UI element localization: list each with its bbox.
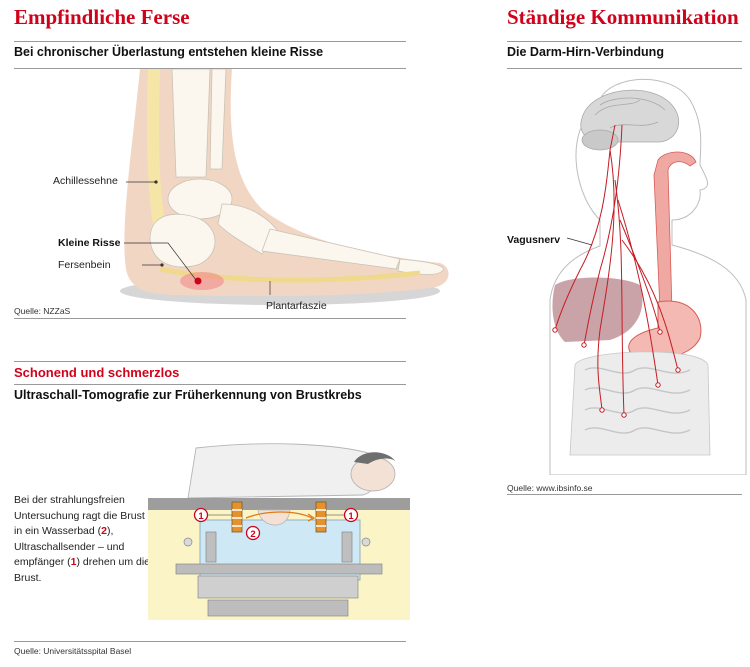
label-achilles: Achillessehne xyxy=(53,175,118,187)
heel-subtitle-divider xyxy=(14,68,406,69)
vagus-nerve xyxy=(554,124,679,416)
achilles-tendon xyxy=(147,69,170,251)
heel-bottom-divider xyxy=(14,318,406,319)
ultrasound-bottom-divider xyxy=(14,641,406,642)
heel-source: Quelle: NZZaS xyxy=(14,306,71,316)
plantar-fascia xyxy=(159,266,421,283)
svg-text:1: 1 xyxy=(348,511,354,522)
inflammation-glow xyxy=(180,272,224,290)
ultrasound-source: Quelle: Universitätsspital Basel xyxy=(14,646,132,656)
patient-body xyxy=(187,443,380,499)
foot-illustration xyxy=(120,69,449,305)
breast xyxy=(257,509,291,526)
esophagus xyxy=(653,151,697,311)
gut-brain-illustration xyxy=(549,78,747,475)
marker-1-right: 1 xyxy=(343,507,359,523)
gut-subtitle: Die Darm-Hirn-Verbindung xyxy=(507,45,664,59)
gut-title: Ständige Kommunikation xyxy=(507,5,739,29)
fibula-bone xyxy=(209,69,227,170)
base-plate xyxy=(175,563,383,575)
cerebellum xyxy=(581,129,619,151)
label-heel-bone: Fersenbein xyxy=(58,259,111,271)
vagus-pointer xyxy=(566,237,593,246)
gut-title-divider xyxy=(507,41,742,42)
ultrasound-description: Bei der strahlungsfreien Untersuchung ra… xyxy=(14,494,151,584)
base-foot xyxy=(207,599,349,617)
transducer-left xyxy=(231,501,243,533)
label-small-tears: Kleine Risse xyxy=(58,237,121,249)
tears-spot xyxy=(194,277,202,285)
ultrasound-illustration: 1 1 2 xyxy=(148,443,410,620)
metatarsal-bone xyxy=(261,228,401,270)
label-plantar-fascia: Plantarfaszie xyxy=(266,300,327,312)
heel-bone xyxy=(149,213,216,268)
heel-title: Empfindliche Ferse xyxy=(14,5,190,29)
gut-bottom-divider xyxy=(507,494,742,495)
svg-text:2: 2 xyxy=(250,529,255,540)
clamp-right xyxy=(341,531,353,563)
ultrasound-subtitle: Ultraschall-Tomografie zur Früherkennung… xyxy=(14,388,362,402)
intestines xyxy=(569,351,711,456)
heel-subtitle: Bei chronischer Überlastung entstehen kl… xyxy=(14,45,324,59)
tears-pointer xyxy=(124,242,197,281)
svg-text:1: 1 xyxy=(198,511,204,522)
gut-source: Quelle: www.ibsinfo.se xyxy=(507,483,593,493)
shin-bone xyxy=(171,69,211,178)
heel-title-divider xyxy=(14,41,406,42)
liver xyxy=(552,277,643,342)
marker-1-left: 1 xyxy=(193,507,209,523)
ultrasound-title: Schonend und schmerzlos xyxy=(14,365,180,380)
ultrasound-top-divider xyxy=(14,361,406,362)
ultrasound-title-divider xyxy=(14,384,406,385)
clamp-left xyxy=(205,531,217,563)
transducer-right xyxy=(315,501,327,533)
base-housing xyxy=(197,575,359,599)
marker-2: 2 xyxy=(245,525,261,541)
gut-subtitle-divider xyxy=(507,68,742,69)
exam-table xyxy=(148,498,410,510)
patient-hair xyxy=(354,452,396,464)
label-vagus-nerve: Vagusnerv xyxy=(507,234,561,246)
rotation-arrow xyxy=(245,511,313,519)
